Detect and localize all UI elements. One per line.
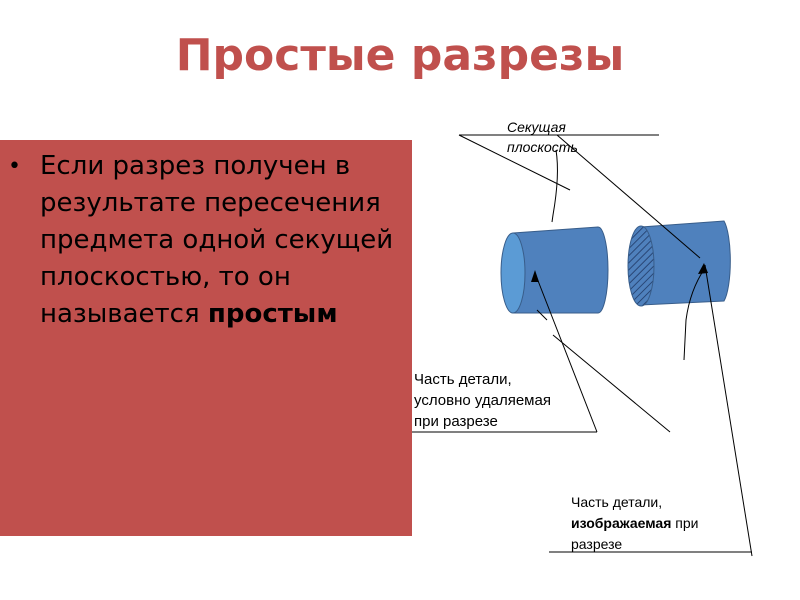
label-cutting-plane: Секущая плоскость — [507, 117, 578, 157]
label-shown-line2: изображаемая при — [571, 513, 698, 534]
slide-title: Простые разрезы — [175, 30, 625, 81]
bullet-text: Если разрез получен в результате пересеч… — [40, 148, 405, 333]
bullet-dot: • — [8, 154, 21, 179]
label-shown-rest: при — [671, 515, 699, 531]
label-shown-part: Часть детали, изображаемая при разрезе — [571, 492, 698, 555]
shown-cylinder — [627, 220, 731, 307]
bullet-emphasis: простым — [207, 299, 338, 329]
label-removed-line1: Часть детали, — [414, 371, 512, 388]
removed-cylinder — [500, 226, 609, 314]
label-removed-line2: условно удаляемая — [414, 392, 551, 409]
label-plane-line1: Секущая — [507, 119, 566, 135]
label-shown-line1: Часть детали, — [571, 494, 663, 510]
leader-lines — [412, 134, 753, 557]
text-panel — [0, 140, 412, 536]
label-shown-bold: изображаемая — [571, 515, 672, 531]
label-removed-line3: при разрезе — [414, 413, 498, 430]
label-plane-line2: плоскость — [507, 139, 578, 155]
label-shown-line3: разрезе — [571, 536, 623, 552]
arrowheads — [531, 263, 708, 282]
label-removed-part: Часть детали, условно удаляемая при разр… — [414, 369, 551, 432]
bullet-body: Если разрез получен в результате пересеч… — [40, 151, 394, 329]
